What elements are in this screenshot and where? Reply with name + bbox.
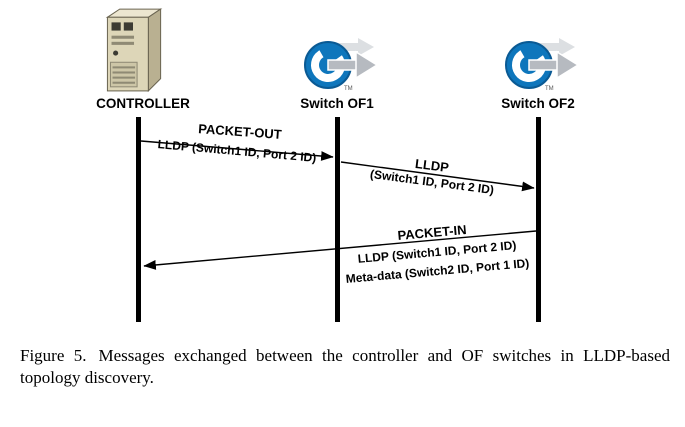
server-icon — [105, 8, 163, 93]
actor-label-switch-of1: Switch OF1 — [300, 96, 374, 111]
actor-label-controller: CONTROLLER — [96, 96, 190, 111]
message-3-title: PACKET-IN — [396, 222, 468, 243]
trademark-text: TM — [344, 86, 353, 92]
lifeline-switch-of1 — [335, 117, 340, 322]
figure-caption-label: Figure 5. — [20, 346, 87, 365]
actor-label-switch-of2: Switch OF2 — [501, 96, 575, 111]
figure-caption-text: Messages exchanged between the controlle… — [20, 346, 671, 388]
trademark-text: TM — [545, 86, 554, 92]
lifeline-switch-of2 — [536, 117, 541, 322]
openflow-logo-icon: TM — [505, 38, 580, 92]
figure-caption: Figure 5.Messages exchanged between the … — [20, 345, 670, 389]
lifeline-controller — [136, 117, 141, 322]
openflow-logo-icon: TM — [304, 38, 379, 92]
